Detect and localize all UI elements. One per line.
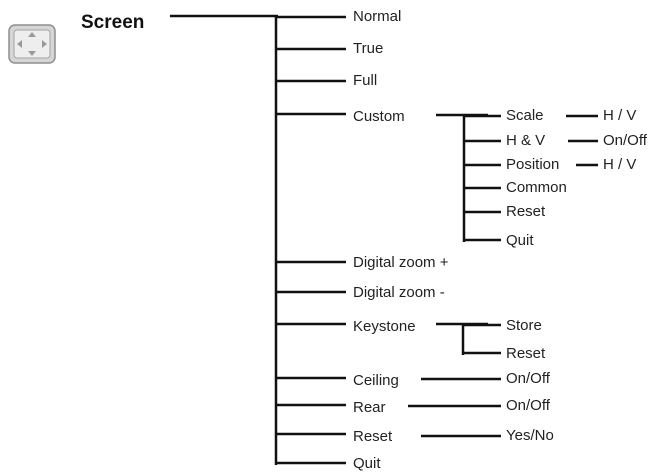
custom-item-quit[interactable]: Quit <box>506 232 534 249</box>
ceiling-value: On/Off <box>506 370 550 387</box>
menu-item-full[interactable]: Full <box>353 72 378 89</box>
custom-position-value: H / V <box>603 156 637 173</box>
menu-item-rear[interactable]: Rear <box>353 399 386 416</box>
menu-title: Screen <box>81 12 145 33</box>
custom-item-hv[interactable]: H & V <box>506 132 546 149</box>
menu-item-digital-zoom-minus[interactable]: Digital zoom - <box>353 284 445 301</box>
menu-item-keystone[interactable]: Keystone <box>353 318 416 335</box>
menu-item-digital-zoom-plus[interactable]: Digital zoom + <box>353 254 449 271</box>
menu-item-reset[interactable]: Reset <box>353 428 393 445</box>
reset-value: Yes/No <box>506 427 554 444</box>
custom-item-reset[interactable]: Reset <box>506 203 546 220</box>
keystone-item-store[interactable]: Store <box>506 317 542 334</box>
custom-hv-value: On/Off <box>603 132 647 149</box>
menu-item-ceiling[interactable]: Ceiling <box>353 372 399 389</box>
menu-item-quit[interactable]: Quit <box>353 455 381 472</box>
menu-item-true[interactable]: True <box>353 40 384 57</box>
custom-item-common[interactable]: Common <box>506 179 567 196</box>
keystone-item-reset[interactable]: Reset <box>506 345 546 362</box>
custom-item-scale[interactable]: Scale <box>506 107 544 124</box>
menu-item-custom[interactable]: Custom <box>353 108 405 125</box>
screen-menu-icon <box>8 24 56 64</box>
rear-value: On/Off <box>506 397 550 414</box>
custom-scale-value: H / V <box>603 107 637 124</box>
menu-item-normal[interactable]: Normal <box>353 8 402 25</box>
custom-item-position[interactable]: Position <box>506 156 560 173</box>
